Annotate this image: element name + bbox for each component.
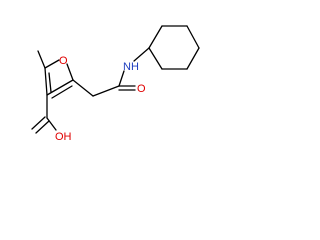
bond [46,117,57,131]
bond [35,120,50,134]
bond [186,25,200,49]
amide-carbonyl [118,85,136,91]
bond [66,63,74,81]
bond-carbonyl-n [118,70,125,87]
ring-oxygen-label: O [59,55,68,67]
amide-nitrogen-label: NH [123,61,139,73]
bond-n-cyclohexyl [133,47,150,62]
bond-methyl [37,50,46,69]
bond-furan-ch2 [72,79,94,97]
bond [48,72,52,93]
carboxylic-acid [31,94,57,134]
bond [44,59,60,69]
amide-oxygen-label: O [137,83,146,95]
bond [46,79,74,96]
cyclohexane-ring [148,25,200,70]
bond [51,85,73,99]
bond [148,47,163,70]
molecule-diagram: O NH O OH [0,0,207,158]
structure-canvas: O NH O OH [31,25,200,143]
bond [31,116,46,130]
bond [186,47,200,70]
bond [148,25,163,49]
hydroxyl-label: OH [55,131,72,143]
bond-ch2-carbonyl [92,85,120,97]
bond [44,67,48,96]
furan-ring [44,59,74,99]
